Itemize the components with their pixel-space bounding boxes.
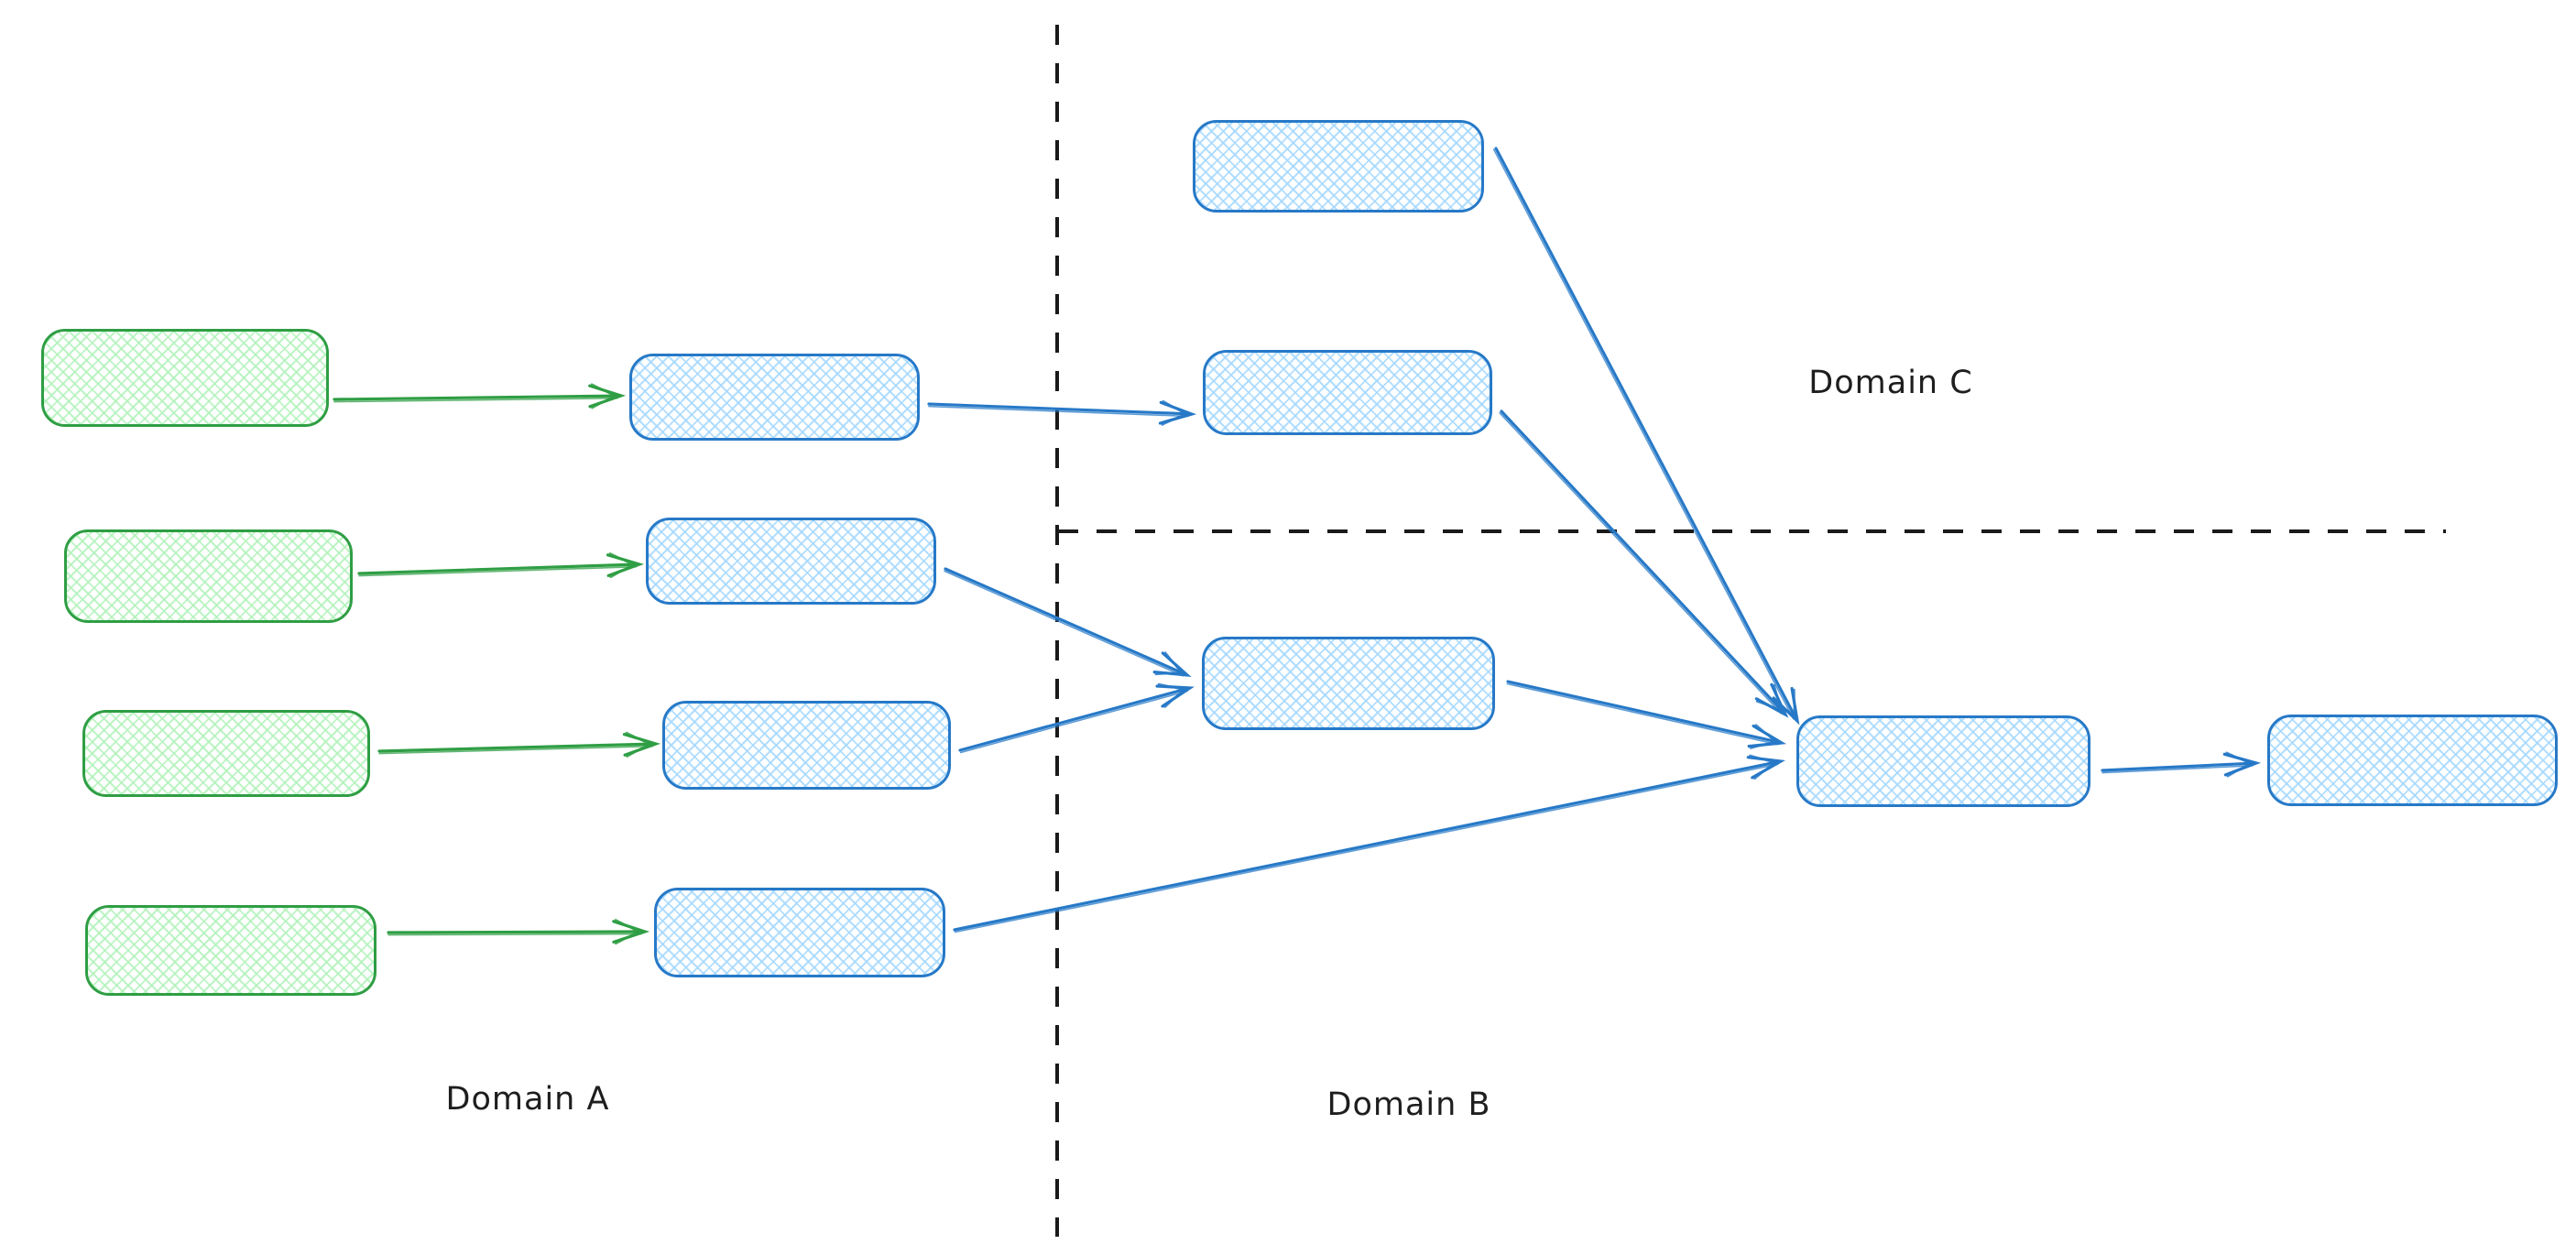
edge-bnode2-hub [1506,680,1786,749]
edge-process3-bnode2 [958,682,1195,754]
domain-a-process-2 [646,518,936,605]
domain-a-source-2 [64,529,353,623]
edge-process2-bnode2 [944,567,1192,678]
edge-source3-process3 [377,731,661,758]
domain-a-process-1 [629,354,920,441]
domain-b-label: Domain B [1326,1086,1491,1123]
edge-bnode1-hub [1499,409,1789,718]
edge-cnode-hub [1492,147,1800,726]
domain-c-label: Domain C [1808,365,1973,401]
edge-source1-process1 [333,383,627,409]
edge-process4-hub [953,754,1785,933]
domain-a-source-4 [85,905,377,996]
domain-c-node [1193,120,1484,213]
domain-a-process-3 [662,701,951,790]
domain-a-source-3 [82,710,370,797]
edge-source2-process2 [357,552,645,579]
edge-process1-bnode1 [927,399,1197,426]
edge-hub-output [2101,751,2262,778]
domain-a-label: Domain A [445,1081,610,1118]
domain-b-hub [1796,715,2090,807]
domain-a-source-1 [41,329,329,427]
domain-b-node-1 [1203,350,1492,435]
domain-b-node-2 [1202,637,1495,730]
edge-source4-process4 [387,919,650,945]
domain-b-output [2267,715,2558,806]
domain-a-process-4 [654,888,945,977]
